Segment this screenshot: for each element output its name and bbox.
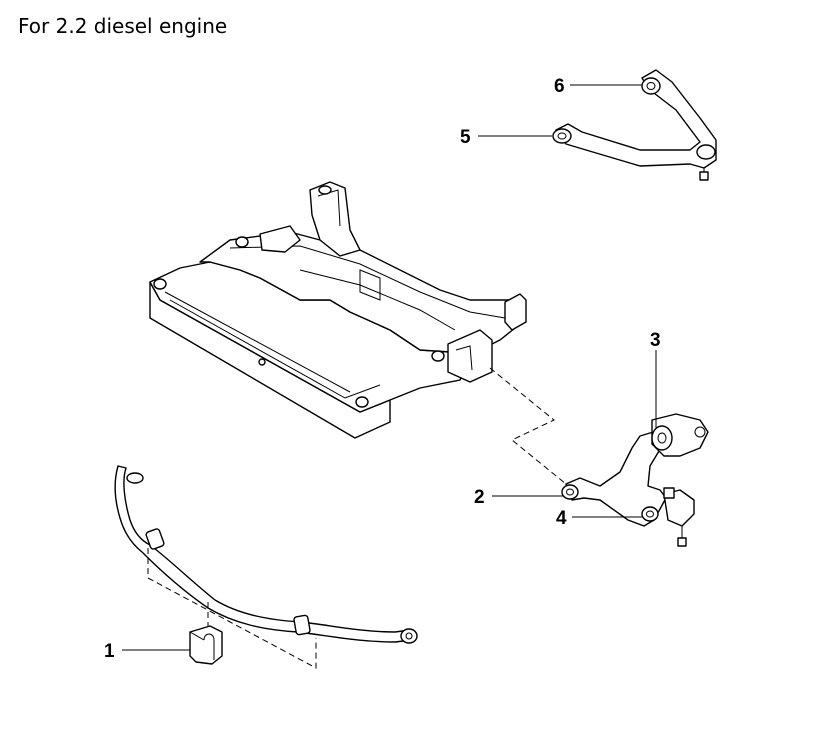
lower-control-arm (489, 367, 709, 547)
callout-leaders (122, 84, 657, 651)
front-subframe (149, 181, 527, 439)
upper-control-arm (552, 69, 717, 181)
callout-2: 2 (474, 487, 485, 508)
callout-6: 6 (554, 76, 565, 97)
diagram-title: For 2.2 diesel engine (18, 14, 228, 38)
callout-4: 4 (556, 508, 567, 529)
stabilizer-bushing (189, 625, 223, 665)
stabilizer-bar (114, 465, 418, 669)
callout-1: 1 (104, 641, 115, 662)
callout-3: 3 (650, 330, 661, 351)
callout-5: 5 (460, 127, 471, 148)
